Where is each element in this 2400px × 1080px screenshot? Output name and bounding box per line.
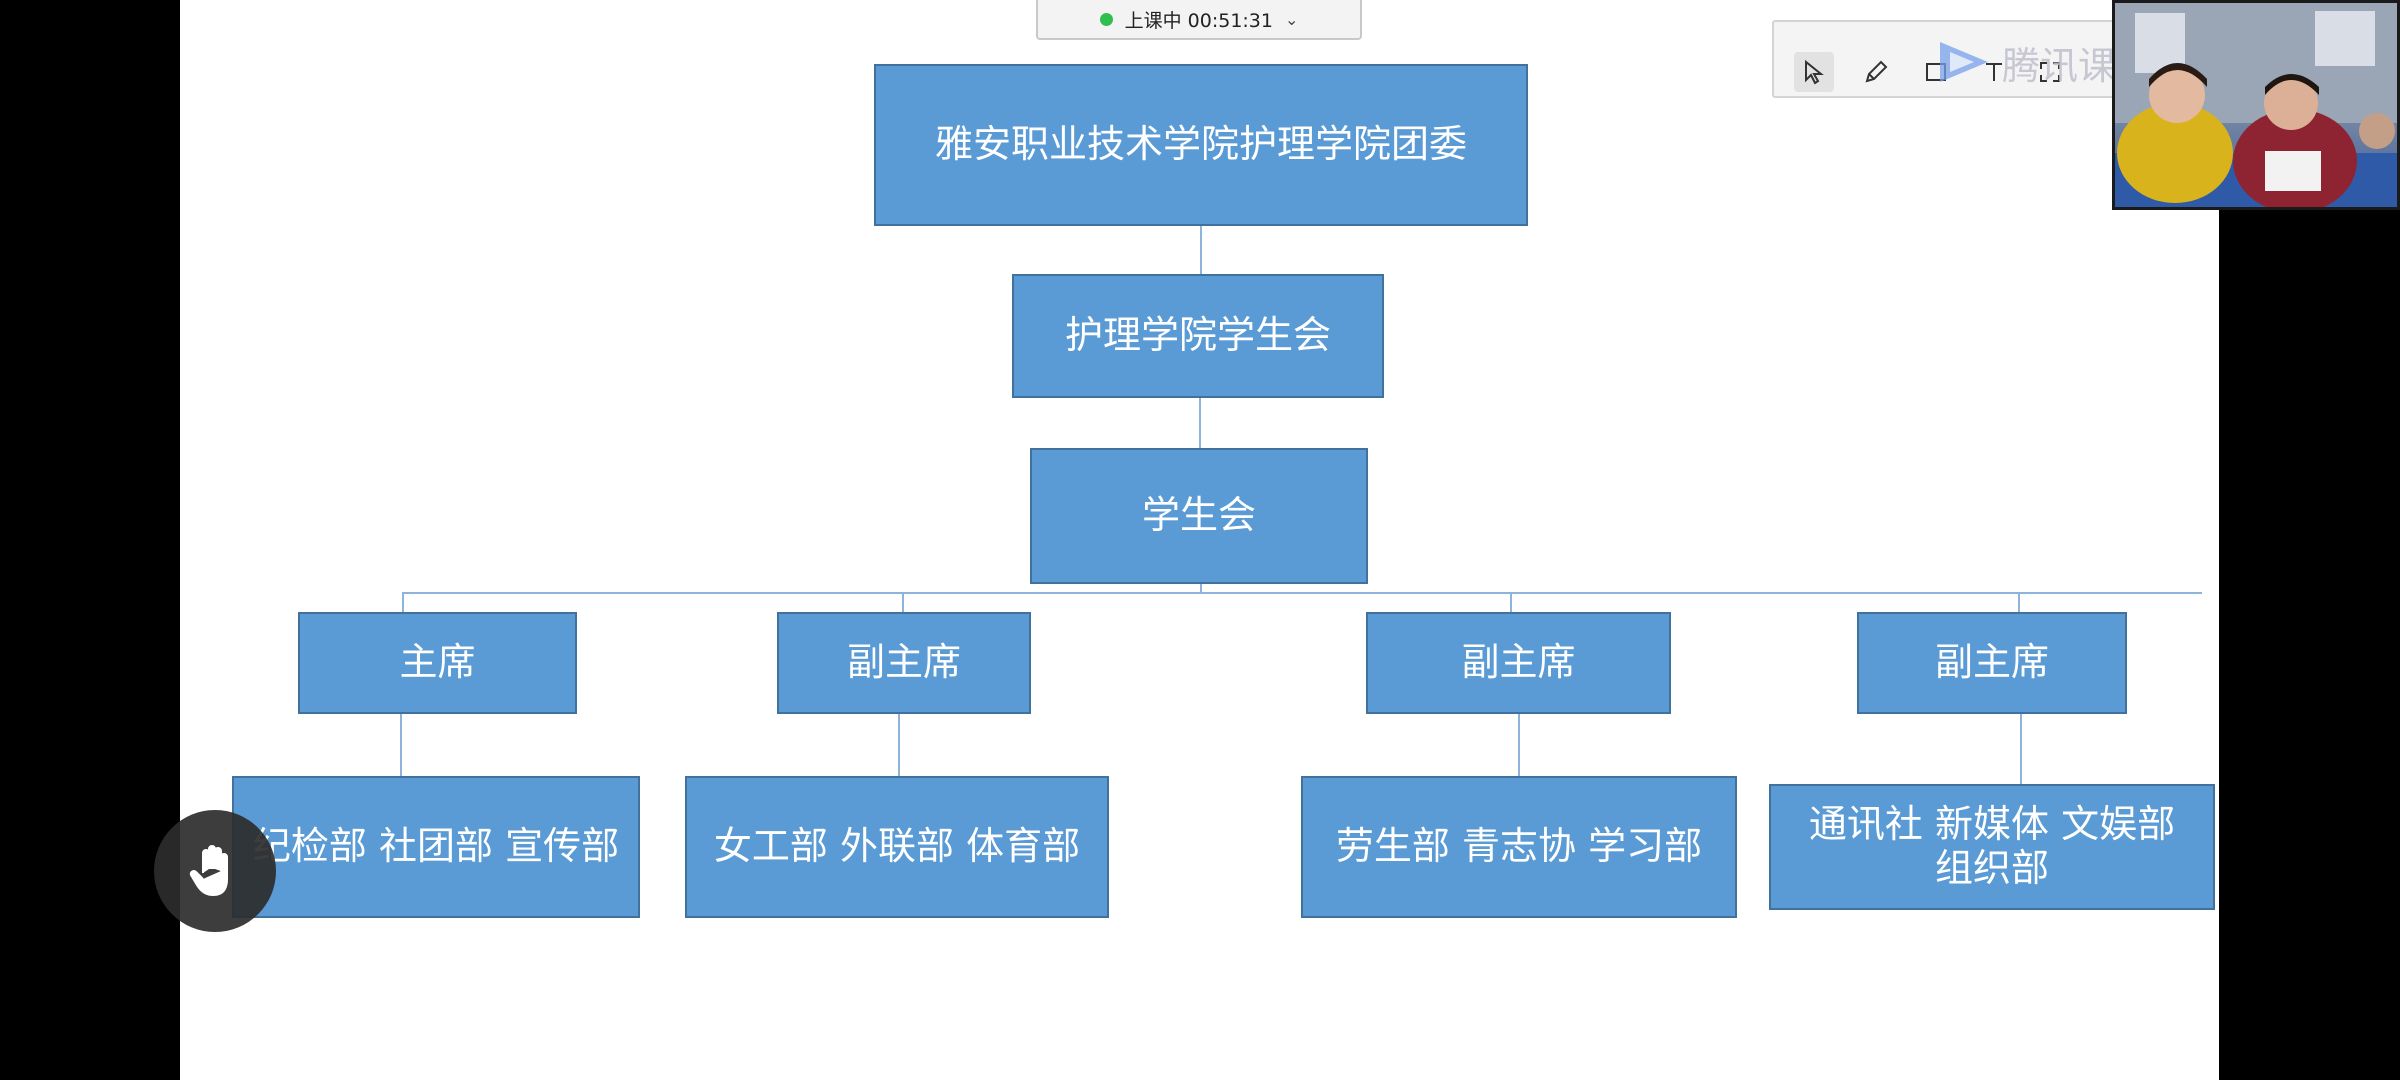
chevron-down-icon[interactable]: ⌄ xyxy=(1284,9,1299,29)
raise-hand-icon xyxy=(189,845,228,896)
connector xyxy=(400,714,402,776)
org-department-box: 通讯社 新媒体 文娱部 组织部 xyxy=(1769,784,2215,910)
connector xyxy=(1200,584,1202,594)
pen-icon[interactable] xyxy=(1856,52,1896,92)
camera-video-image xyxy=(2115,3,2397,207)
camera-feed[interactable] xyxy=(2112,0,2400,210)
connector xyxy=(1199,398,1201,448)
brand-watermark-text: 腾讯课 xyxy=(2002,43,2117,88)
org-level3-box: 学生会 xyxy=(1030,448,1368,584)
org-leader-box: 副主席 xyxy=(777,612,1031,714)
connector xyxy=(2020,714,2022,784)
connector xyxy=(902,592,904,612)
expand-icon[interactable] xyxy=(2030,52,2070,92)
connector xyxy=(402,592,404,612)
connector xyxy=(898,714,900,776)
slide-canvas: 雅安职业技术学院护理学院团委 护理学院学生会 学生会 主席 副主席 副主席 副主… xyxy=(180,0,2219,1080)
class-status-label: 上课中 00:51:31 xyxy=(1124,9,1273,32)
connector xyxy=(2018,592,2020,612)
pointer-icon[interactable] xyxy=(1794,52,1834,92)
connector xyxy=(1200,226,1202,274)
org-level2-box: 护理学院学生会 xyxy=(1012,274,1384,398)
org-department-box: 劳生部 青志协 学习部 xyxy=(1301,776,1737,918)
org-leader-box: 主席 xyxy=(298,612,577,714)
connector xyxy=(1510,592,1512,612)
live-dot-icon xyxy=(1099,12,1113,26)
brand-watermark: 腾讯课 xyxy=(1934,40,2116,88)
org-department-box: 纪检部 社团部 宣传部 xyxy=(232,776,640,918)
class-status-indicator[interactable]: 上课中 00:51:31 ⌄ xyxy=(1036,0,1362,40)
raise-hand-button[interactable] xyxy=(154,810,276,932)
org-leader-box: 副主席 xyxy=(1366,612,1671,714)
org-department-box: 女工部 外联部 体育部 xyxy=(685,776,1109,918)
annotation-toolbar: 腾讯课 xyxy=(1772,20,2132,98)
text-icon[interactable] xyxy=(1974,52,2014,92)
org-leader-box: 副主席 xyxy=(1857,612,2127,714)
connector xyxy=(1518,714,1520,776)
connector xyxy=(402,592,2202,594)
org-root-box: 雅安职业技术学院护理学院团委 xyxy=(874,64,1528,226)
play-logo-icon xyxy=(1940,42,1988,82)
